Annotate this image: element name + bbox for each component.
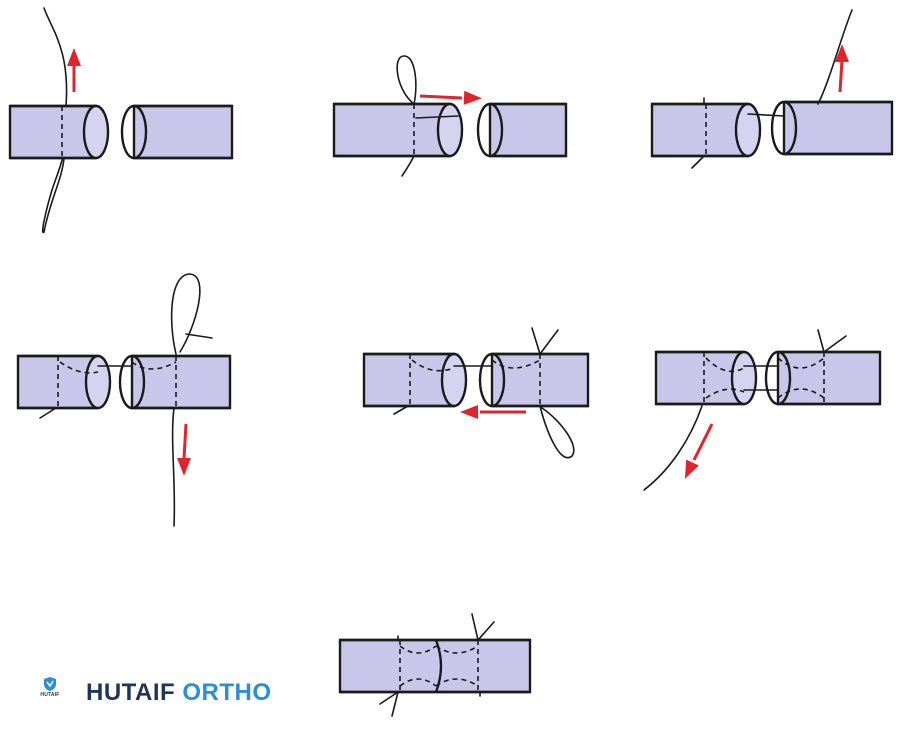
logo-caption: HUTAIF: [40, 692, 60, 698]
shield-icon: [44, 677, 56, 691]
step-3-panel: [650, 9, 894, 169]
logo-icon: HUTAIF: [38, 676, 62, 710]
brand-logo: HUTAIF HUTAIF ORTHO: [38, 676, 272, 710]
step-7-panel: [338, 613, 532, 717]
brand-name-part1: HUTAIF: [86, 679, 176, 706]
step-6-panel: [643, 329, 882, 491]
step-5-panel: [362, 327, 590, 459]
step-4-panel: [16, 273, 232, 527]
step-1-panel: [8, 7, 234, 233]
brand-name-part2: ORTHO: [182, 679, 272, 706]
step-2-panel: [332, 55, 568, 177]
brand-name: HUTAIF ORTHO: [86, 679, 272, 707]
